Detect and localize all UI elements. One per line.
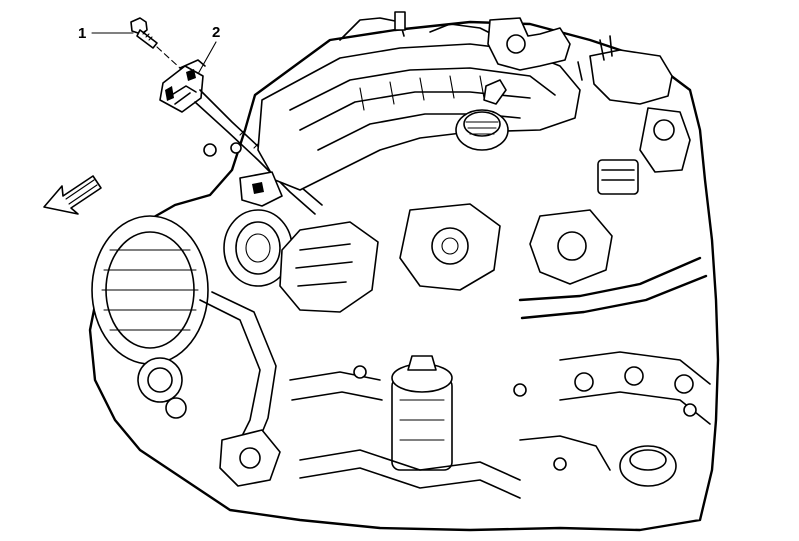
engine-block xyxy=(88,11,720,532)
callout-2-label: 2 xyxy=(212,24,220,41)
callout-2: 2 xyxy=(197,24,220,75)
bracket-part xyxy=(159,59,323,215)
callout-1: 1 xyxy=(78,25,134,42)
direction-arrow-icon xyxy=(43,175,102,215)
callout-2-leader xyxy=(197,41,217,75)
bolt-part xyxy=(130,17,181,69)
callout-1-label: 1 xyxy=(78,25,86,42)
